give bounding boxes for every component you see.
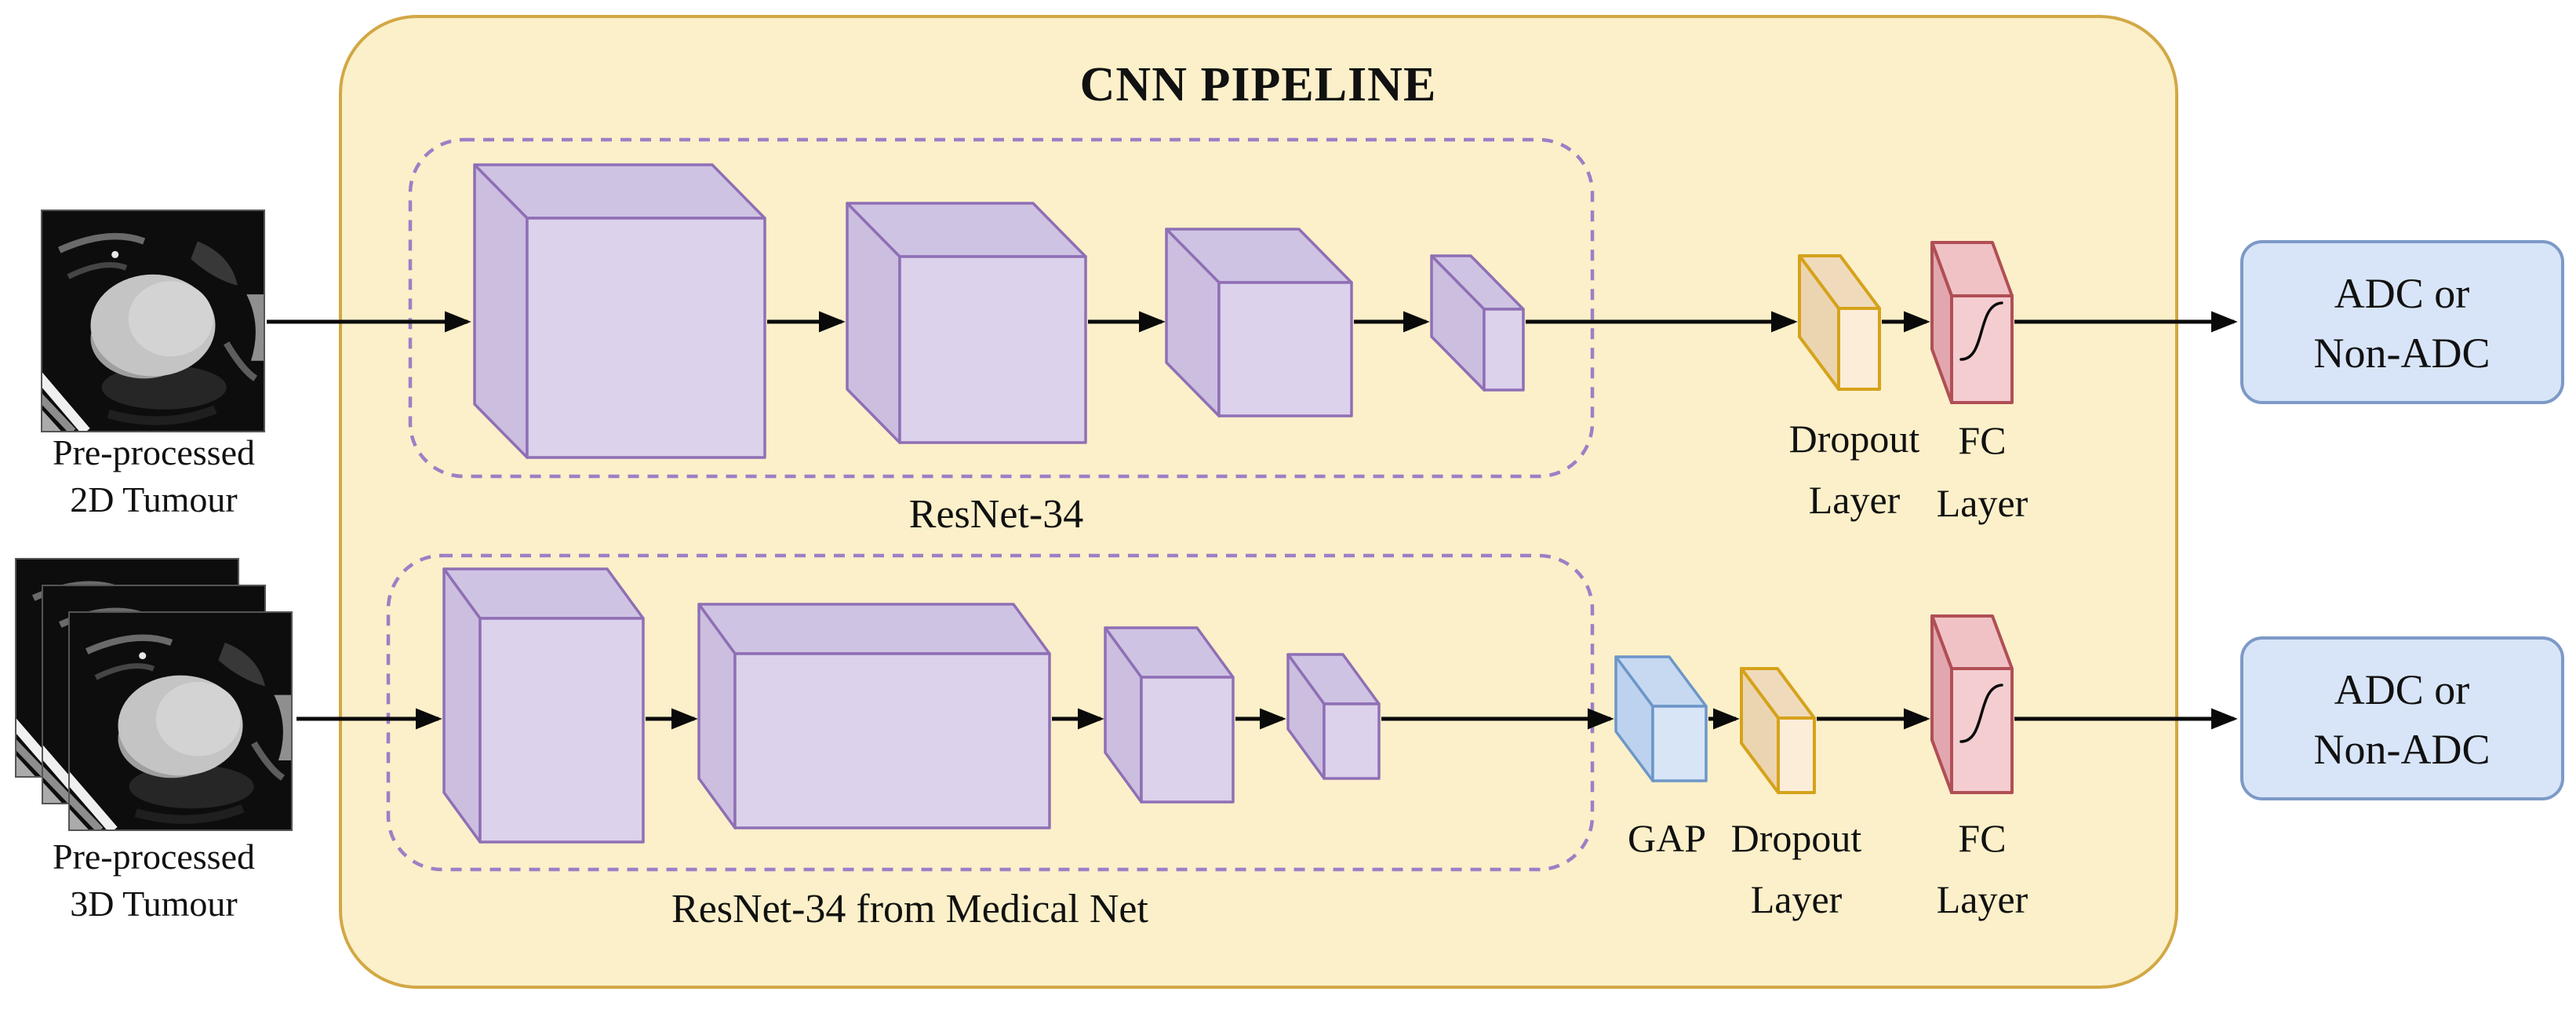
row1-output-line1: ADC or bbox=[2334, 270, 2470, 317]
row1-conv-cube-3 bbox=[1165, 228, 1353, 417]
row2-dropout-label-line2: Layer bbox=[1751, 877, 1843, 921]
row1-dropout-label-line1: Dropout bbox=[1789, 417, 1920, 461]
sigmoid-curve-icon bbox=[1959, 301, 2003, 361]
row1-fc-label-line2: Layer bbox=[1937, 481, 2028, 525]
input-3d-label-line2: 3D Tumour bbox=[70, 884, 237, 924]
row2-output-box: ADC or Non-ADC bbox=[2240, 636, 2564, 800]
row2-fc-label-line2: Layer bbox=[1937, 877, 2028, 921]
row2-dropout-label-line1: Dropout bbox=[1731, 816, 1862, 860]
row1-fc-label-line1: FC bbox=[1958, 418, 2006, 462]
row1-output-box: ADC or Non-ADC bbox=[2240, 240, 2564, 404]
row1-output-line2: Non-ADC bbox=[2314, 330, 2490, 377]
row1-conv-cube-4 bbox=[1430, 254, 1525, 392]
row2-output-line2: Non-ADC bbox=[2314, 726, 2490, 773]
diagram-title: CNN PIPELINE bbox=[1080, 58, 1437, 111]
mri-2d-icon bbox=[37, 210, 264, 432]
input-2d-label-line2: 2D Tumour bbox=[70, 479, 237, 519]
row1-conv-cube-1 bbox=[473, 163, 766, 459]
row1-dropout-block bbox=[1798, 254, 1881, 391]
row2-conv-cube-4 bbox=[1286, 653, 1381, 780]
mri-2d-frame bbox=[41, 210, 265, 432]
input-2d-label-line1: Pre-processed bbox=[53, 432, 255, 472]
gap-label: GAP bbox=[1628, 816, 1706, 860]
row1-fc-block bbox=[1930, 241, 2014, 404]
row2-fc-label-line1: FC bbox=[1958, 816, 2006, 860]
mri-3d-slice-front-icon bbox=[64, 612, 292, 830]
sigmoid-curve-icon bbox=[1959, 684, 2003, 743]
row2-dropout-block bbox=[1740, 667, 1816, 794]
mri-3d-frame-front bbox=[68, 611, 293, 831]
input-3d-label-line1: Pre-processed bbox=[53, 837, 255, 877]
input-2d-image: Pre-processed 2D Tumour bbox=[37, 210, 265, 519]
row2-conv-cube-2 bbox=[697, 603, 1051, 829]
row2-output-line1: ADC or bbox=[2334, 666, 2470, 713]
row2-fc-block bbox=[1930, 614, 2014, 794]
resnet34-label: ResNet-34 bbox=[909, 492, 1083, 537]
input-3d-image-stack: Pre-processed 3D Tumour bbox=[15, 558, 293, 924]
gap-block bbox=[1614, 655, 1708, 782]
resnet34-medicalnet-label: ResNet-34 from Medical Net bbox=[671, 887, 1148, 931]
row1-conv-cube-2 bbox=[846, 202, 1087, 444]
row2-conv-cube-1 bbox=[442, 567, 645, 844]
resnet34-dashed-box bbox=[408, 137, 1595, 479]
row2-conv-cube-3 bbox=[1104, 626, 1235, 804]
row1-dropout-label-line2: Layer bbox=[1809, 478, 1901, 522]
